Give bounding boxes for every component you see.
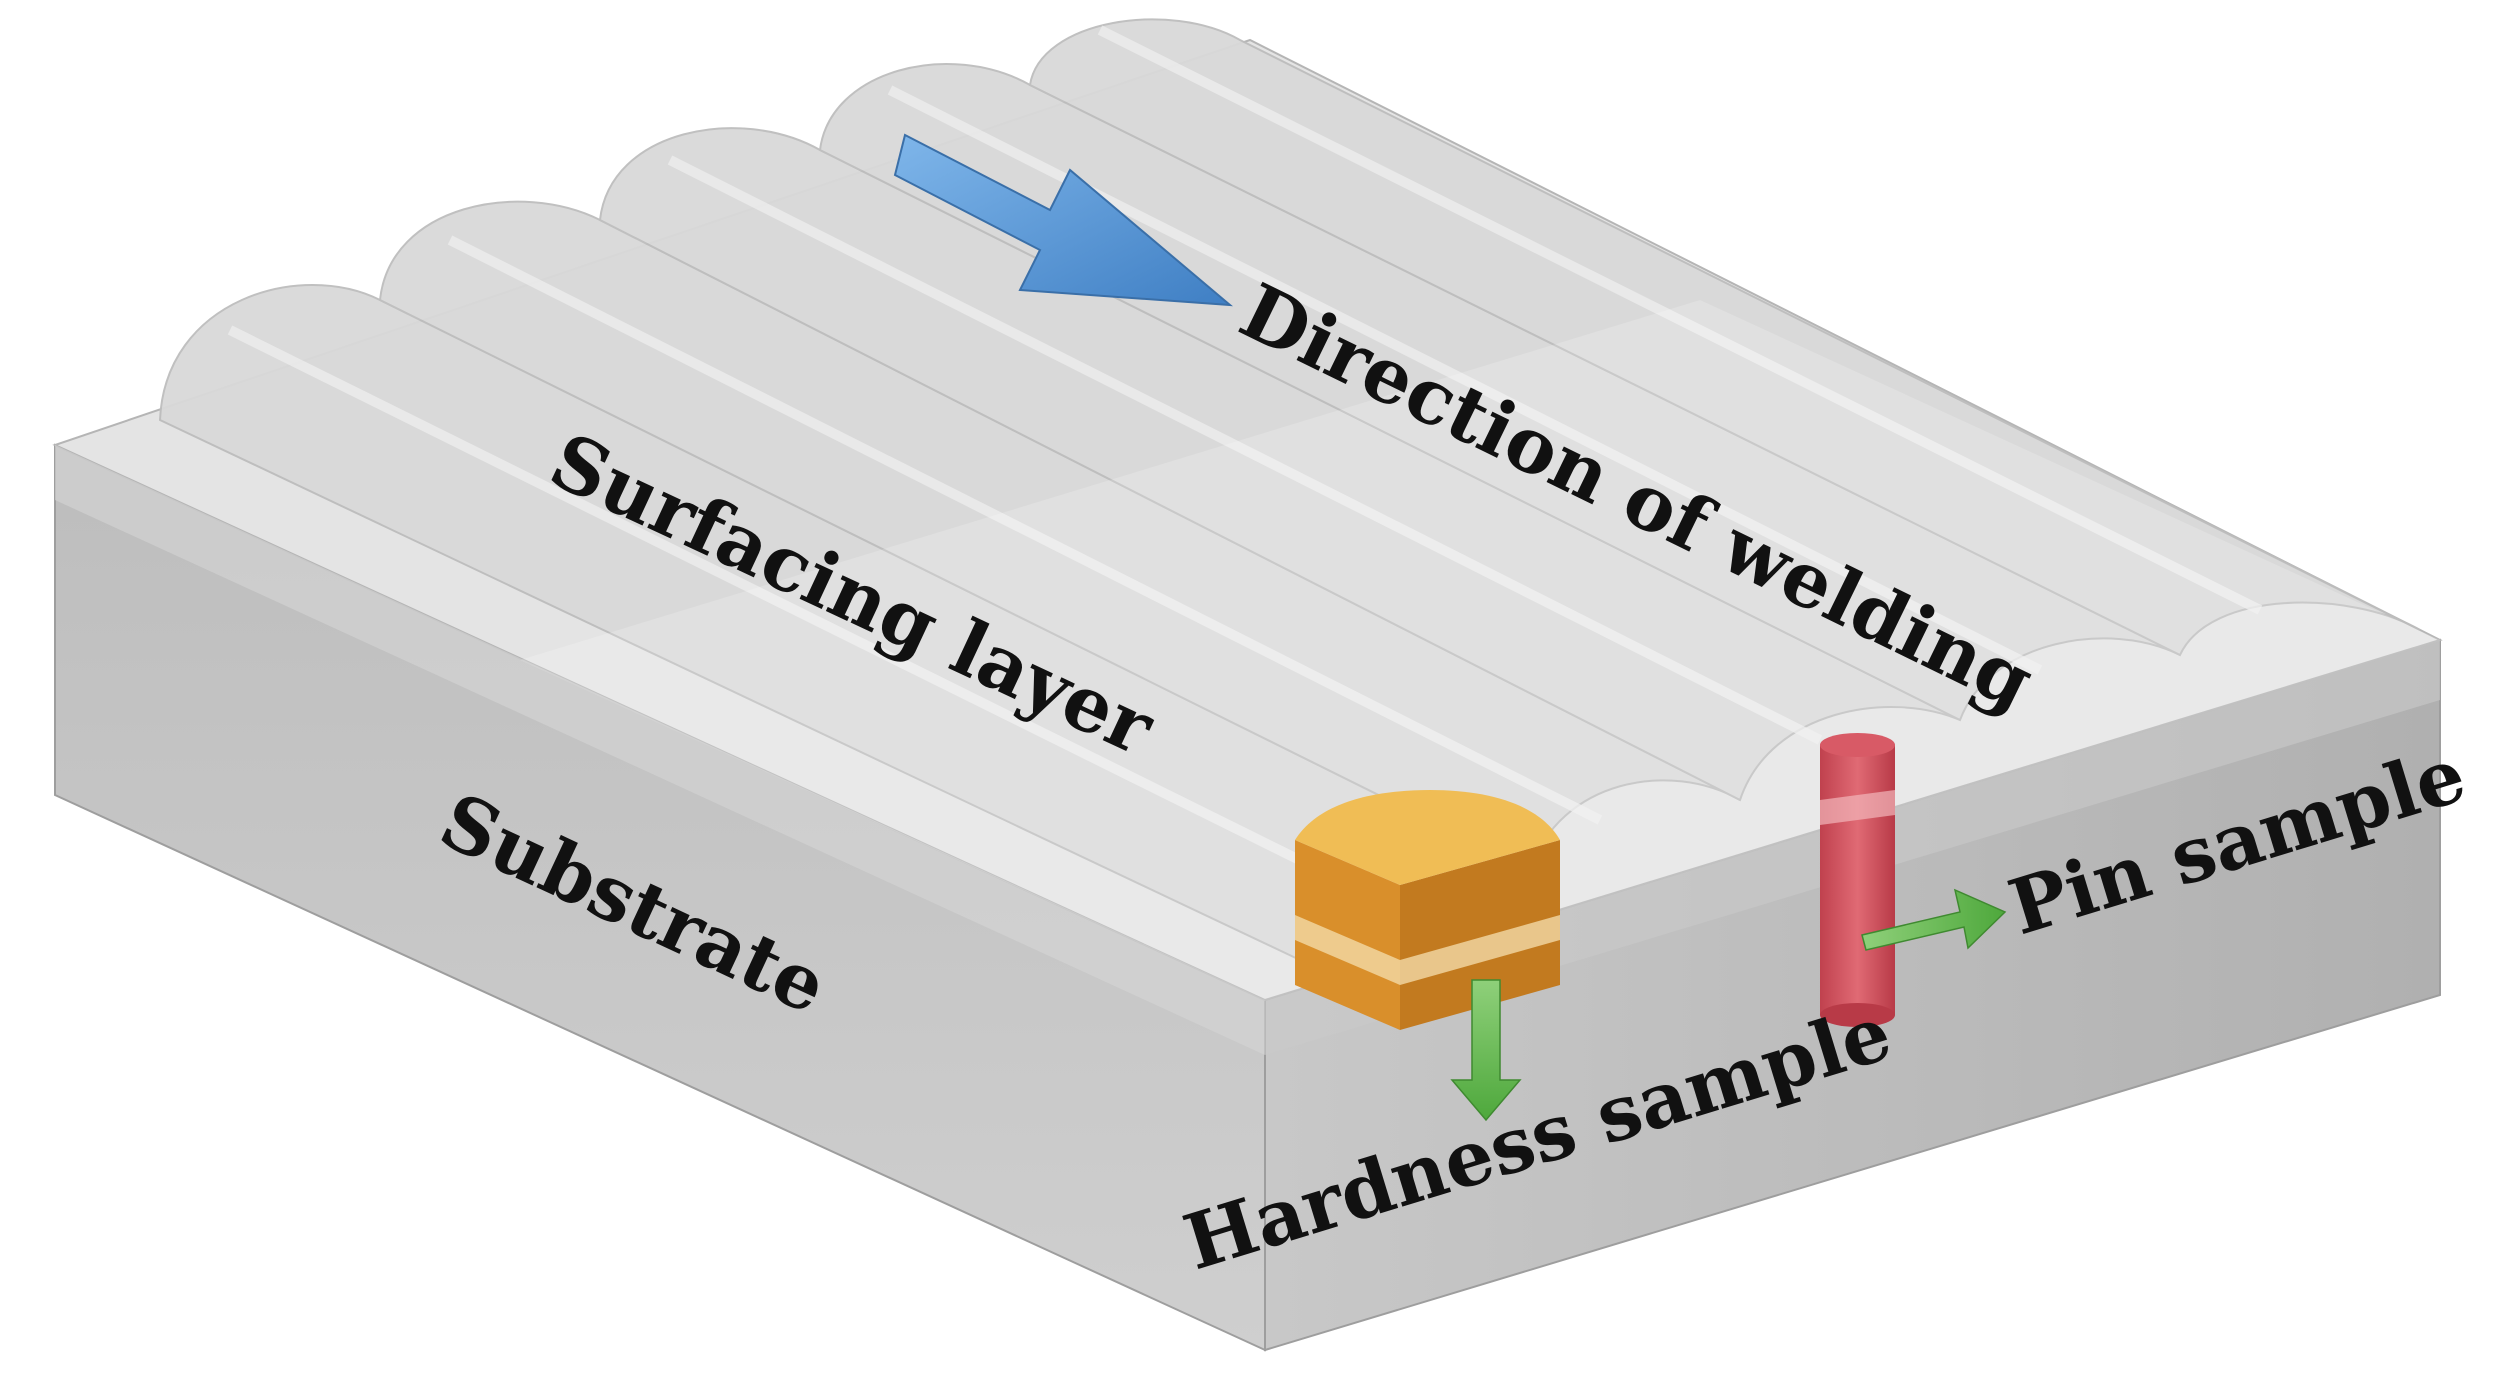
hardness-sample-top xyxy=(1295,790,1560,885)
hardness-sample-front xyxy=(1295,840,1400,1030)
hardness-arrow xyxy=(1450,979,1522,1122)
pin-sample-top xyxy=(1820,733,1895,757)
surfacing-front-band xyxy=(55,445,1265,1055)
pin-arrow xyxy=(1861,888,2007,951)
bead-highlights xyxy=(227,25,2263,905)
pin-sample-band xyxy=(1820,790,1895,825)
inner-plane xyxy=(520,300,2440,1000)
pin-sample-bottom xyxy=(1820,1003,1895,1027)
hardness-sample-side xyxy=(1400,840,1560,1030)
hardness-sample-band xyxy=(1295,915,1560,985)
pin-sample-body xyxy=(1820,745,1895,1015)
hardness-sample xyxy=(1295,790,1560,1030)
pin-sample xyxy=(1820,733,1895,1027)
direction-arrow xyxy=(893,133,1233,307)
